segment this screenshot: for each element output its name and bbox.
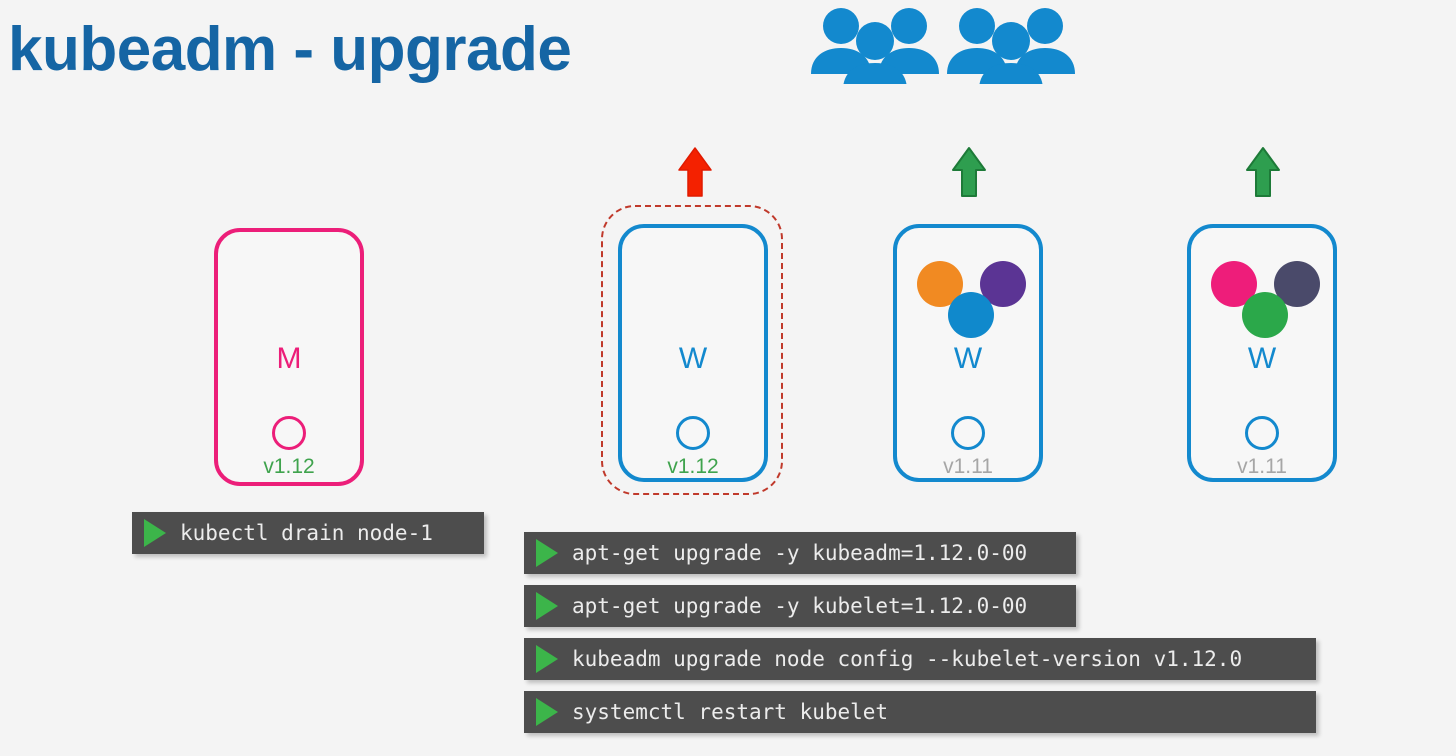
play-icon [536,698,558,726]
command-apt-kubeadm[interactable]: apt-get upgrade -y kubeadm=1.12.0-00 [524,532,1076,574]
group-of-users-icon [795,4,1075,90]
node-worker-3[interactable]: W v1.11 [1187,224,1337,482]
node-worker-2[interactable]: W v1.11 [893,224,1043,482]
node-worker-3-kubelet-circle [1245,416,1279,450]
play-icon [536,592,558,620]
node-worker-1-letter: W [678,342,708,375]
node-worker-3-letter: W [1247,342,1277,375]
command-apt-kubeadm-text: apt-get upgrade -y kubeadm=1.12.0-00 [572,541,1028,565]
green-up-arrow-2 [1243,146,1283,198]
command-apt-kubelet-text: apt-get upgrade -y kubelet=1.12.0-00 [572,594,1028,618]
node-master-letter: M [276,342,302,375]
page-title: kubeadm - upgrade [8,15,572,84]
command-drain-text: kubectl drain node-1 [180,521,433,545]
node-worker-2-version: v1.11 [943,455,993,478]
command-systemctl-restart-text: systemctl restart kubelet [572,700,889,724]
node-worker-1[interactable]: W v1.12 [618,224,768,482]
node-worker-1-highlight [601,205,783,495]
red-up-arrow [675,146,715,198]
node-worker-3-version: v1.11 [1237,455,1287,478]
command-drain[interactable]: kubectl drain node-1 [132,512,484,554]
node-worker-2-letter: W [953,342,983,375]
pod-blue[interactable] [948,292,994,338]
command-kubeadm-upgrade-node-text: kubeadm upgrade node config --kubelet-ve… [572,647,1243,671]
play-icon [144,519,166,547]
green-up-arrow-1 [949,146,989,198]
command-kubeadm-upgrade-node[interactable]: kubeadm upgrade node config --kubelet-ve… [524,638,1316,680]
node-master-kubelet-circle [272,416,306,450]
node-master[interactable]: M v1.12 [214,228,364,486]
command-systemctl-restart[interactable]: systemctl restart kubelet [524,691,1316,733]
node-worker-1-version: v1.12 [667,455,719,478]
play-icon [536,645,558,673]
play-icon [536,539,558,567]
command-apt-kubelet[interactable]: apt-get upgrade -y kubelet=1.12.0-00 [524,585,1076,627]
node-worker-2-kubelet-circle [951,416,985,450]
node-worker-1-kubelet-circle [676,416,710,450]
node-master-version: v1.12 [263,455,315,478]
pod-green[interactable] [1242,292,1288,338]
